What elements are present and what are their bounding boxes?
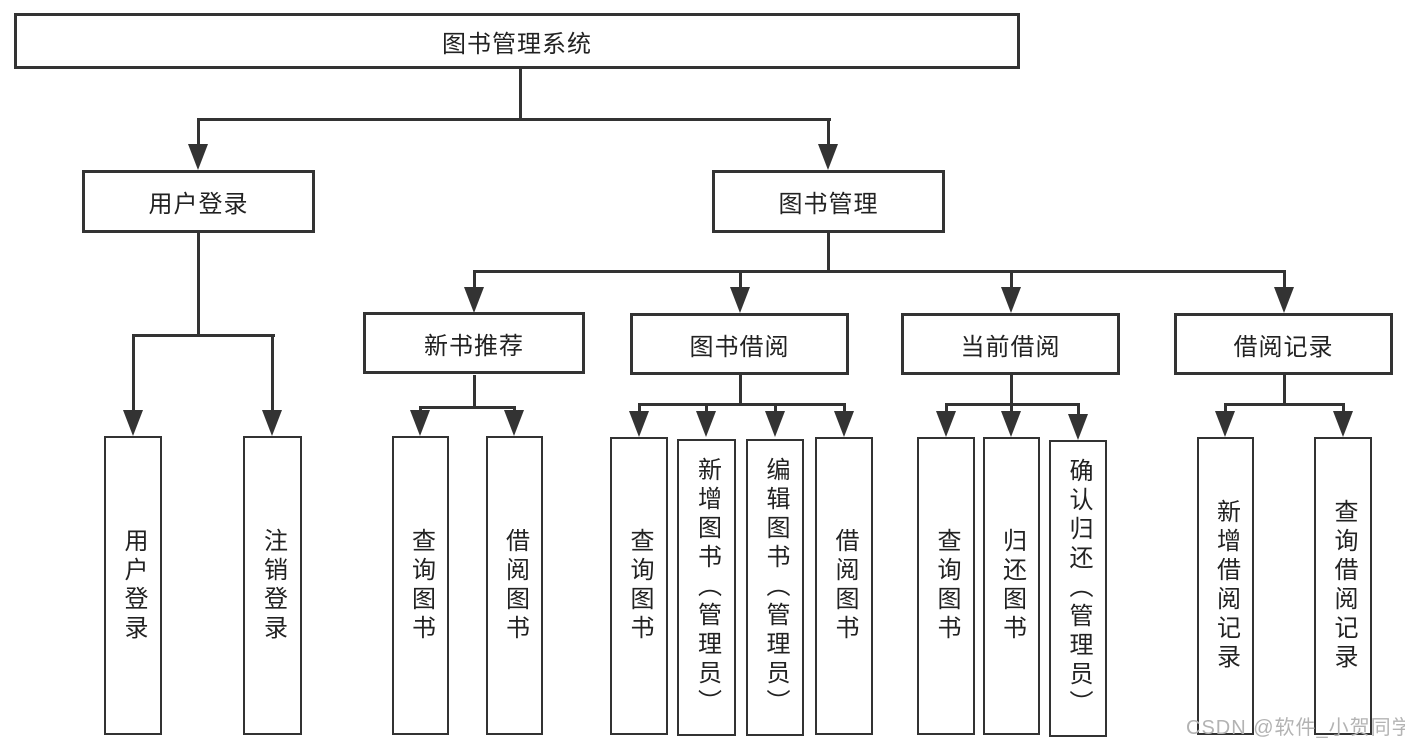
leaf-label: 确认归还（管理员） — [1065, 458, 1092, 719]
leaf-query-borrow-record: 查询借阅记录 — [1314, 437, 1372, 735]
arrow-down-icon — [1274, 287, 1294, 313]
node-label: 新书推荐 — [424, 332, 524, 360]
arrow-down-icon — [818, 144, 838, 170]
node-label: 图书管理系统 — [442, 30, 592, 58]
connector-line — [1283, 375, 1286, 405]
node-label: 当前借阅 — [960, 333, 1061, 361]
connector-line — [473, 273, 476, 289]
leaf-borrow-books-recommend: 借阅图书 — [486, 436, 543, 735]
connector-line — [473, 270, 1286, 273]
node-label: 图书借阅 — [689, 333, 790, 361]
arrow-down-icon — [629, 411, 649, 437]
node-label: 用户登录 — [148, 191, 249, 218]
arrow-down-icon — [262, 410, 282, 436]
connector-line — [739, 375, 742, 405]
node-book-borrow: 图书借阅 — [630, 313, 849, 375]
node-label: 图书管理 — [778, 191, 879, 218]
leaf-user-login: 用户登录 — [104, 436, 162, 735]
connector-line — [1342, 406, 1345, 412]
leaf-label: 注销登录 — [259, 527, 287, 644]
connector-line — [419, 406, 516, 409]
connector-line — [197, 118, 831, 121]
leaf-add-borrow-record: 新增借阅记录 — [1197, 437, 1254, 735]
arrow-down-icon — [936, 411, 956, 437]
connector-line — [1010, 406, 1013, 412]
arrow-down-icon — [834, 411, 854, 437]
node-new-book-recommend: 新书推荐 — [363, 312, 585, 374]
node-book-management: 图书管理 — [712, 170, 945, 233]
leaf-query-books-current: 查询图书 — [917, 437, 975, 735]
connector-line — [132, 334, 275, 337]
leaf-return-books: 归还图书 — [983, 437, 1040, 735]
connector-line — [827, 233, 830, 272]
leaf-confirm-return-admin: 确认归还（管理员） — [1049, 440, 1107, 737]
connector-line — [705, 406, 708, 412]
connector-line — [638, 403, 846, 406]
connector-line — [774, 406, 777, 412]
connector-line — [519, 69, 522, 119]
arrow-down-icon — [730, 287, 750, 313]
connector-line — [271, 337, 274, 412]
leaf-query-books-borrow: 查询图书 — [610, 437, 668, 735]
arrow-down-icon — [410, 410, 430, 436]
leaf-query-books-recommend: 查询图书 — [392, 436, 449, 735]
leaf-add-book-admin: 新增图书（管理员） — [677, 439, 736, 736]
node-library-system: 图书管理系统 — [14, 13, 1020, 69]
leaf-label: 查询图书 — [626, 528, 653, 644]
watermark: CSDN @软件_小贺同学 — [1186, 717, 1405, 739]
node-borrow-records: 借阅记录 — [1174, 313, 1393, 375]
connector-line — [197, 233, 200, 336]
node-current-borrow: 当前借阅 — [901, 313, 1120, 375]
connector-line — [1010, 375, 1013, 405]
connector-line — [1077, 406, 1080, 415]
connector-line — [638, 406, 641, 412]
connector-line — [945, 403, 1080, 406]
arrow-down-icon — [123, 410, 143, 436]
leaf-label: 新增借阅记录 — [1212, 499, 1240, 673]
arrow-down-icon — [188, 144, 208, 170]
arrow-down-icon — [464, 287, 484, 313]
arrow-down-icon — [1068, 414, 1088, 440]
arrow-down-icon — [765, 411, 785, 437]
leaf-label: 查询借阅记录 — [1330, 499, 1357, 673]
node-user-login: 用户登录 — [82, 170, 315, 233]
leaf-label: 用户登录 — [120, 527, 147, 644]
connector-line — [1010, 273, 1013, 289]
leaf-label: 新增图书（管理员） — [693, 457, 721, 718]
connector-line — [739, 273, 742, 289]
arrow-down-icon — [504, 410, 524, 436]
leaf-label: 查询图书 — [933, 528, 960, 644]
arrow-down-icon — [1215, 411, 1235, 437]
leaf-borrow-books-borrow: 借阅图书 — [815, 437, 873, 735]
arrow-down-icon — [1001, 287, 1021, 313]
arrow-down-icon — [1333, 411, 1353, 437]
connector-line — [1224, 406, 1227, 412]
node-label: 借阅记录 — [1233, 333, 1334, 361]
connector-line — [945, 406, 948, 412]
arrow-down-icon — [1001, 411, 1021, 437]
connector-line — [843, 406, 846, 412]
leaf-label: 归还图书 — [998, 528, 1026, 644]
leaf-label: 编辑图书（管理员） — [762, 457, 789, 718]
connector-line — [197, 121, 200, 146]
leaf-logout: 注销登录 — [243, 436, 302, 735]
connector-line — [827, 121, 830, 146]
leaf-label: 借阅图书 — [501, 527, 529, 644]
connector-line — [473, 375, 476, 408]
leaf-edit-book-admin: 编辑图书（管理员） — [746, 439, 804, 736]
leaf-label: 查询图书 — [407, 527, 435, 644]
leaf-label: 借阅图书 — [831, 528, 858, 644]
connector-line — [1224, 403, 1345, 406]
connector-line — [1283, 273, 1286, 289]
arrow-down-icon — [696, 411, 716, 437]
connector-line — [132, 337, 135, 412]
